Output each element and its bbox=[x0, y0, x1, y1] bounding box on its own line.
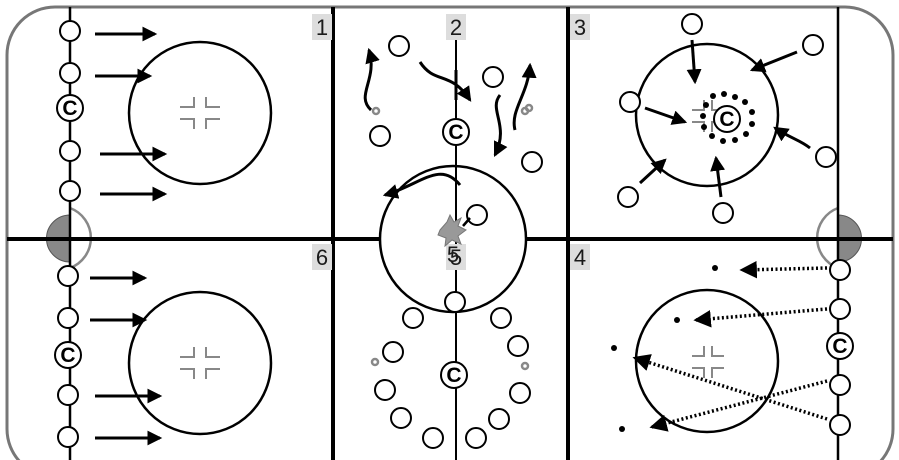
panel-6-captain: C bbox=[54, 341, 82, 369]
panel-5-captain: C bbox=[440, 361, 468, 389]
panel-3-pucks bbox=[700, 91, 755, 144]
panel-label-2: 2 bbox=[446, 14, 466, 40]
svg-text:1: 1 bbox=[316, 15, 328, 40]
svg-text:4: 4 bbox=[574, 245, 586, 270]
panel-3-players bbox=[617, 13, 837, 224]
panel-6-skating-arrows bbox=[90, 270, 163, 446]
panel-3-skating-arrows bbox=[638, 39, 811, 198]
svg-text:2: 2 bbox=[450, 15, 462, 40]
hash-marks-3 bbox=[692, 100, 724, 132]
panel-label-5: 5 bbox=[446, 244, 466, 270]
panel-label-3: 3 bbox=[570, 14, 590, 40]
panel-2-pucks bbox=[371, 103, 534, 116]
svg-text:C: C bbox=[62, 97, 77, 120]
panel-4-players bbox=[829, 259, 851, 436]
panel-6-players bbox=[57, 265, 79, 448]
hash-marks-6 bbox=[180, 347, 220, 379]
panel-1-players bbox=[59, 20, 81, 202]
panel-label-6: 6 bbox=[312, 244, 332, 270]
faceoff-circle-3 bbox=[634, 42, 780, 188]
panel-4-captain: C bbox=[826, 332, 854, 360]
panel-1-captain: C bbox=[56, 94, 84, 122]
panel-5-pucks bbox=[370, 357, 530, 371]
faceoff-circle-1 bbox=[127, 40, 273, 186]
panel-4-pucks bbox=[611, 265, 718, 432]
panel-label-1: 1 bbox=[312, 14, 332, 40]
svg-text:C: C bbox=[832, 335, 847, 358]
svg-text:C: C bbox=[448, 121, 463, 144]
svg-text:C: C bbox=[719, 108, 734, 131]
panel-2-skating-paths bbox=[363, 47, 537, 199]
svg-text:C: C bbox=[446, 364, 461, 387]
panel-label-4: 4 bbox=[570, 244, 590, 270]
panel-2-captain: C bbox=[442, 118, 470, 146]
panel-4-pass-lines bbox=[632, 260, 828, 432]
panel-5-players bbox=[374, 291, 531, 449]
svg-text:6: 6 bbox=[316, 245, 328, 270]
svg-text:5: 5 bbox=[447, 242, 459, 267]
faceoff-circle-6 bbox=[127, 290, 273, 436]
hash-marks-4 bbox=[692, 346, 724, 378]
hash-marks-1 bbox=[180, 97, 220, 129]
svg-text:5: 5 bbox=[450, 245, 462, 270]
center-burst-icon: 5 bbox=[437, 213, 471, 267]
panel-3-captain: C bbox=[713, 105, 741, 133]
panel-2-players bbox=[369, 35, 543, 226]
panel-1-skating-arrows bbox=[95, 26, 168, 202]
svg-text:3: 3 bbox=[574, 15, 586, 40]
svg-text:C: C bbox=[60, 344, 75, 367]
